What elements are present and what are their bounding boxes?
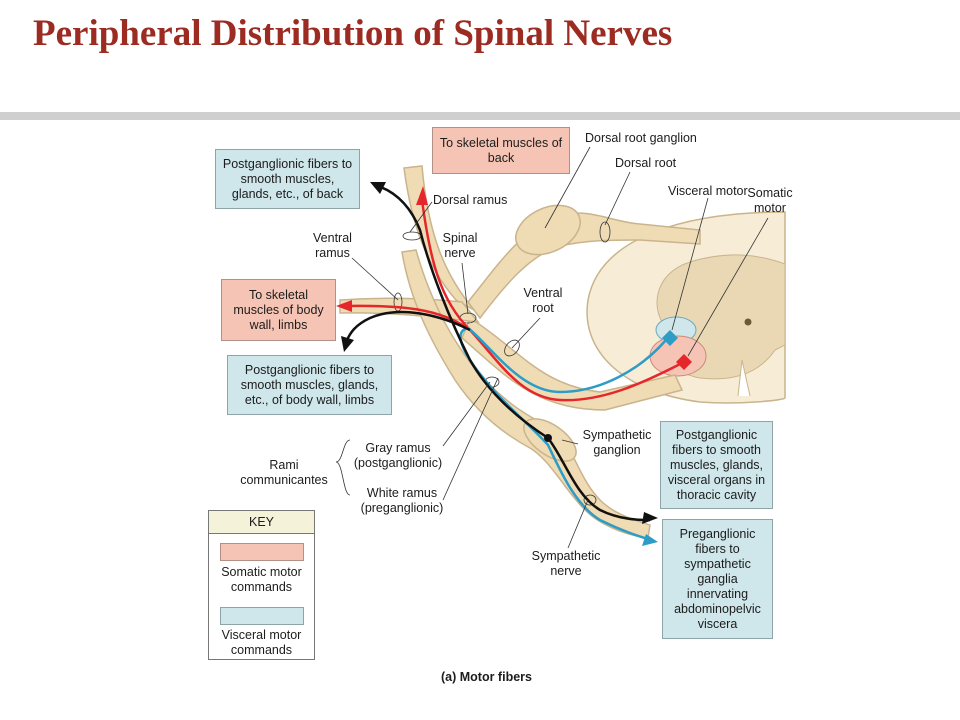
key-swatch-visceral [220, 607, 304, 625]
postganglionic-fibers [344, 184, 651, 522]
somatic-arrow-back [416, 186, 428, 205]
box-postganglionic-back: Postganglionic fibers to smooth muscles,… [215, 149, 360, 209]
label-white-ramus: White ramus (preganglionic) [360, 486, 444, 515]
key-header: KEY [209, 511, 314, 534]
label-dorsal-root: Dorsal root [615, 156, 677, 170]
key-label-visceral: Visceral motor commands [221, 628, 302, 657]
label-somatic-motor: Somatic motor [747, 186, 793, 215]
box-skeletal-body-wall: To skeletal muscles of body wall, limbs [221, 279, 336, 341]
key-swatch-somatic [220, 543, 304, 561]
label-ventral-ramus: Ventral ramus [313, 231, 352, 260]
postgang-arrow-back [370, 182, 386, 194]
somatic-arrow-body [336, 300, 352, 312]
legend-key: KEY Somatic motor commands Visceral moto… [208, 510, 315, 660]
somatic-motor-nucleus [649, 335, 707, 377]
visceral-arrow [642, 534, 658, 546]
postgang-arrow-body [341, 336, 354, 352]
box-postganglionic-body-wall: Postganglionic fibers to smooth muscles,… [227, 355, 392, 415]
label-visceral-motor: Visceral motor [668, 184, 748, 198]
figure-caption: (a) Motor fibers [441, 670, 532, 684]
central-canal [744, 318, 752, 326]
page-title: Peripheral Distribution of Spinal Nerves [33, 13, 673, 54]
ventral-ramus [339, 297, 480, 323]
leader-lines [335, 146, 769, 549]
somatic-fiber [344, 199, 685, 402]
label-sympathetic-nerve: Sympathetic nerve [531, 549, 601, 578]
key-label-somatic: Somatic motor commands [221, 565, 302, 594]
label-sympathetic-ganglion: Sympathetic ganglion [582, 428, 652, 457]
label-gray-ramus: Gray ramus (postganglionic) [353, 441, 443, 470]
label-rami-communicantes: Rami communicantes [240, 458, 328, 487]
box-postganglionic-thoracic: Postganglionic fibers to smooth muscles,… [660, 421, 773, 509]
label-ventral-root: Ventral root [523, 286, 563, 315]
box-skeletal-back: To skeletal muscles of back [432, 127, 570, 174]
box-preganglionic-abdominopelvic: Preganglionic fibers to sympathetic gang… [662, 519, 773, 639]
ganglion-synapse [544, 434, 552, 442]
title-divider [0, 112, 960, 120]
anterior-median-fissure [737, 359, 751, 397]
postgang-arrow-thoracic [642, 512, 658, 524]
label-spinal-nerve: Spinal nerve [442, 231, 478, 260]
visceral-cell-body [662, 330, 678, 346]
label-dorsal-root-ganglion: Dorsal root ganglion [585, 131, 697, 145]
somatic-cell-body [676, 354, 692, 370]
label-dorsal-ramus: Dorsal ramus [433, 193, 508, 207]
dorsal-root-ganglion-shape [515, 204, 581, 256]
